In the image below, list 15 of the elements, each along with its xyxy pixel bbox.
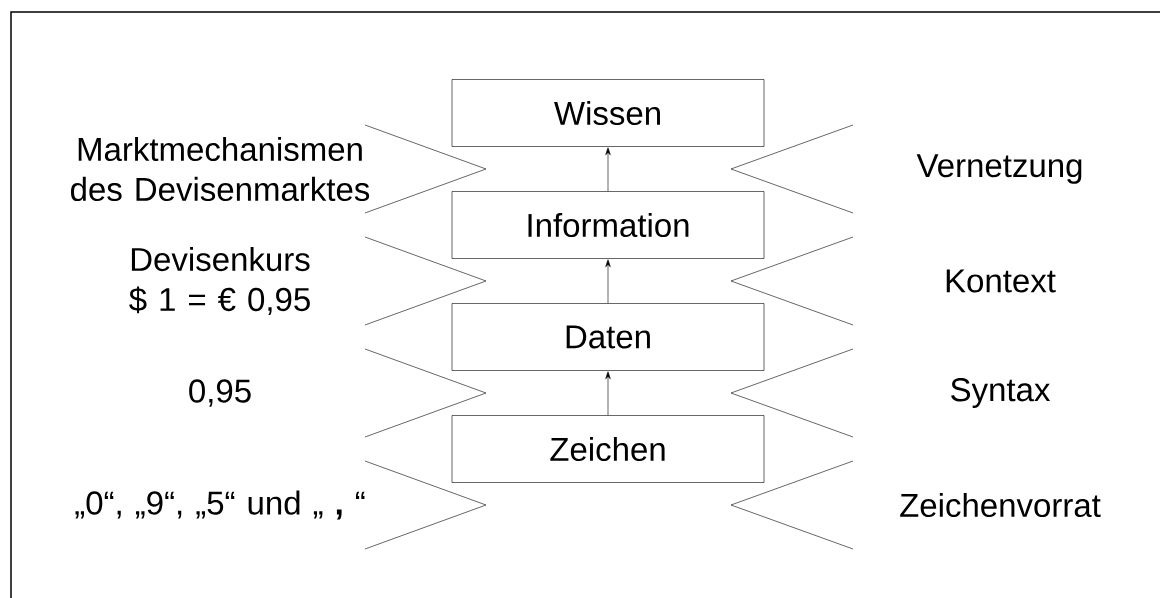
side-label: „0“, „9“, „5“ und „ , “ xyxy=(75,490,365,520)
process-box: Daten xyxy=(451,303,765,371)
side-label: Kontext xyxy=(946,269,1056,293)
side-label: Syntax xyxy=(951,378,1051,408)
side-label: Vernetzung xyxy=(916,154,1082,184)
process-box: Zeichen xyxy=(451,415,765,483)
side-label: Marktmechanismen des Devisenmarktes xyxy=(71,136,370,202)
arrow xyxy=(605,259,611,304)
side-label: Zeichenvorrat xyxy=(900,492,1101,518)
process-box: Information xyxy=(451,191,765,259)
arrow xyxy=(605,147,611,192)
side-label: 0,95 xyxy=(189,379,251,407)
arrow xyxy=(605,371,611,416)
side-label: Devisenkurs $ 1 = € 0,95 xyxy=(129,246,310,316)
process-box: Wissen xyxy=(451,79,765,147)
